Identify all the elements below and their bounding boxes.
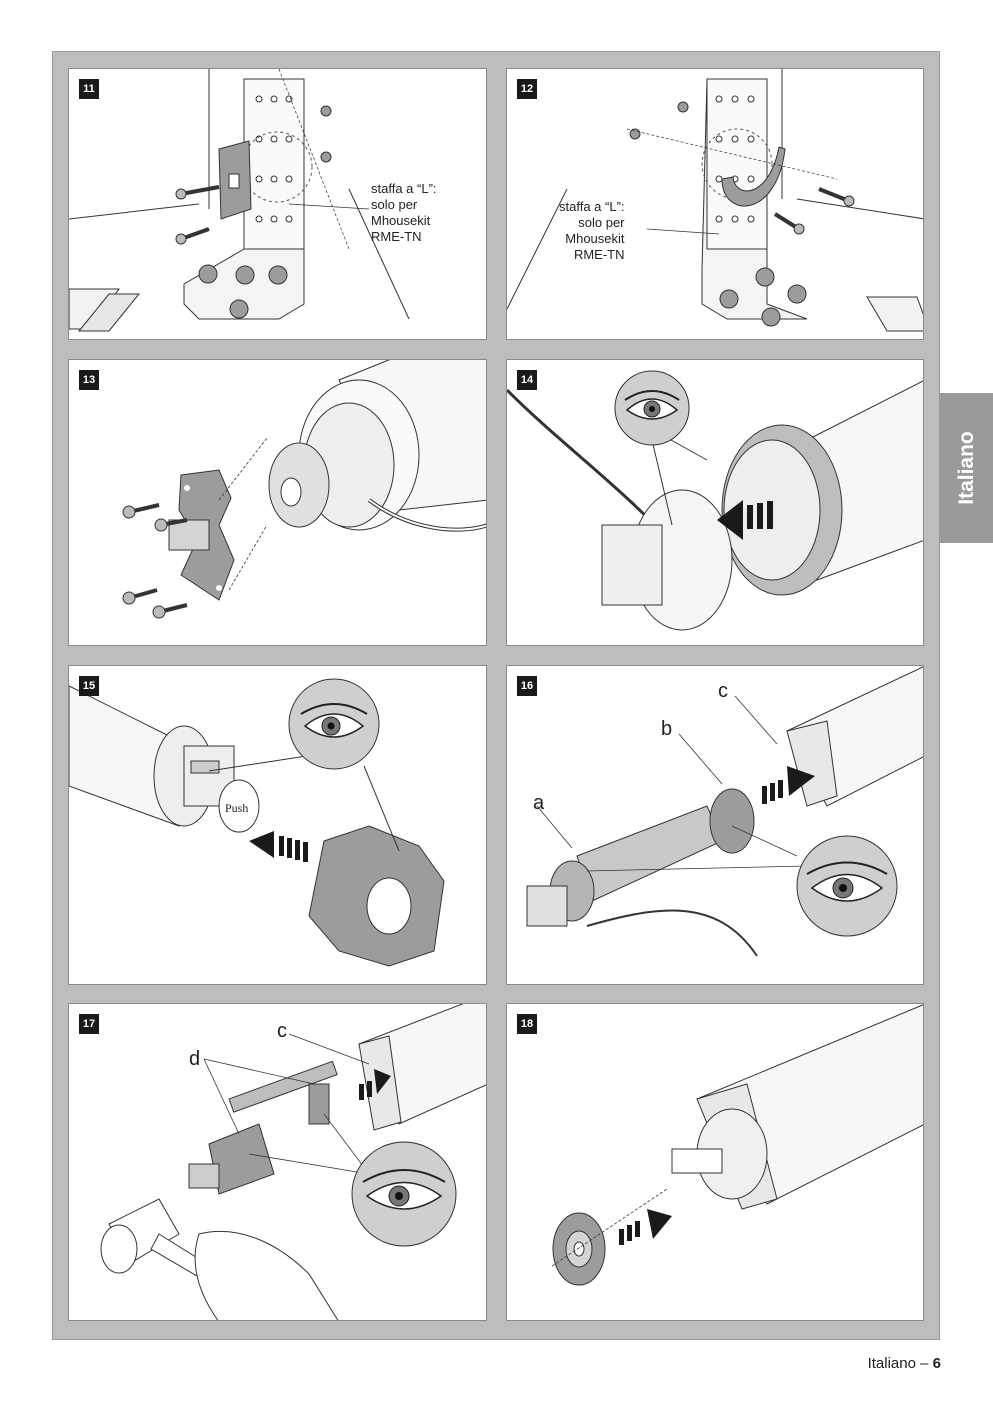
- l-bracket-wall-illustration: [507, 69, 923, 332]
- insertion-arrow-icon: [619, 1209, 672, 1245]
- panel-18: 18: [506, 1003, 924, 1321]
- bracket-callout: staffa a “L”: solo per Mhousekit RME-TN: [559, 199, 625, 262]
- motor-tube-icon: [526, 788, 758, 957]
- winding-tube-icon: [671, 1004, 923, 1210]
- step-number-badge: 15: [79, 676, 99, 696]
- insertion-arrow-icon: [249, 831, 308, 862]
- u-support-icon: [721, 146, 786, 207]
- push-label: Push: [225, 801, 248, 815]
- winding-tube-icon: [786, 666, 923, 807]
- adapter-crown-illustration: Push: [69, 678, 445, 967]
- label-d: d: [189, 1048, 201, 1070]
- panel-16: 16 a b c: [506, 665, 924, 985]
- label-c: c: [718, 680, 728, 702]
- hammer-insertion-illustration: [100, 1004, 486, 1320]
- step-number-badge: 17: [79, 1014, 99, 1034]
- l-bracket-wall-illustration: [69, 69, 410, 332]
- footer-language: Italiano: [867, 1355, 916, 1372]
- label-a: a: [533, 792, 545, 814]
- page-number: 6: [932, 1355, 941, 1372]
- eye-magnifier-icon: [796, 835, 898, 937]
- step-number-badge: 13: [79, 370, 99, 390]
- bearing-cap-icon: [552, 1212, 606, 1286]
- panel-17: 17 c d: [68, 1003, 487, 1321]
- motor-head-bracket-illustration: [122, 360, 486, 619]
- panel-11: 11 staffa a “L”: solo per Mhousekit RME-…: [68, 68, 487, 340]
- drive-crown-icon: [308, 825, 445, 967]
- ring-insertion-illustration: [507, 370, 923, 631]
- label-c: c: [277, 1020, 287, 1042]
- label-b: b: [661, 718, 673, 740]
- motor-tube-icon: Push: [69, 685, 260, 833]
- u-support-icon: [218, 140, 252, 220]
- language-tab-label: Italiano: [954, 431, 978, 505]
- nut-icon: [198, 105, 332, 319]
- eye-magnifier-icon: [208, 678, 400, 852]
- insertion-arrow-icon: [717, 500, 773, 540]
- insertion-arrow-icon: [359, 1069, 391, 1100]
- insertion-arrow-icon: [762, 766, 815, 804]
- winding-tube-icon: [358, 1004, 486, 1131]
- bracket-callout: staffa a “L”: solo per Mhousekit RME-TN: [371, 181, 437, 244]
- panel-12: 12 staffa a “L”: solo per Mhousekit RME-…: [506, 68, 924, 340]
- step-number-badge: 12: [517, 79, 537, 99]
- motor-tube-icon: [268, 360, 486, 532]
- bracket-icon: [168, 469, 235, 601]
- hand-icon: [194, 1230, 339, 1320]
- screw-icon: [175, 185, 220, 245]
- motor-tube-icon: [188, 1060, 338, 1195]
- step-number-badge: 18: [517, 1014, 537, 1034]
- language-tab: Italiano: [940, 393, 993, 543]
- page-footer: Italiano – 6: [868, 1355, 941, 1372]
- panel-13: 13: [68, 359, 487, 646]
- step-number-badge: 11: [79, 79, 99, 99]
- panel-14: 14: [506, 359, 924, 646]
- panel-15: Push 15: [68, 665, 487, 985]
- motor-into-tube-illustration: [526, 666, 923, 957]
- step-number-badge: 14: [517, 370, 537, 390]
- eye-magnifier-icon: [614, 370, 708, 526]
- step-number-badge: 16: [517, 676, 537, 696]
- eye-magnifier-icon: [351, 1141, 457, 1247]
- footer-separator: –: [920, 1355, 929, 1372]
- end-cap-illustration: [551, 1004, 923, 1286]
- screw-icon: [773, 187, 855, 235]
